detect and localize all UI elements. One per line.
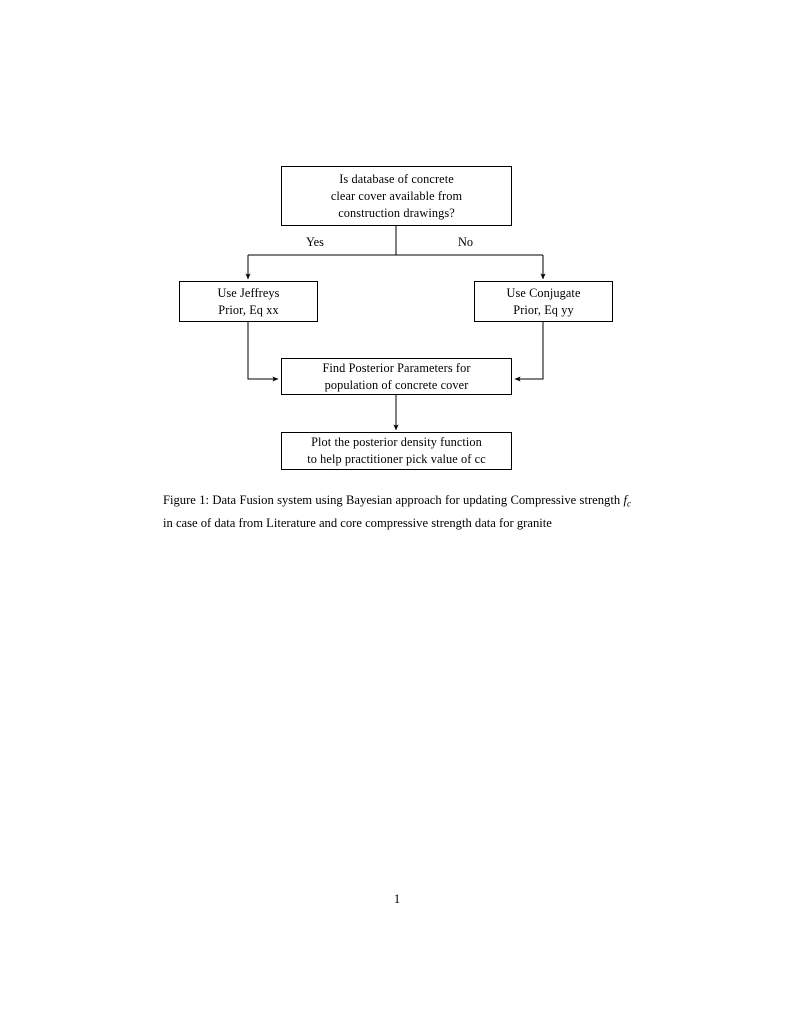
caption-text-before: Data Fusion system using Bayesian approa… (209, 493, 624, 507)
caption-label: Figure 1: (163, 493, 210, 507)
node-plot-line-1: Plot the posterior density function (311, 435, 482, 449)
caption-math-subscript: c (626, 498, 631, 509)
node-plot-line-2: to help practitioner pick value of cc (307, 452, 486, 466)
edge-label-no: No (458, 235, 474, 249)
figure-flowchart: Is database of concrete clear cover avai… (0, 0, 794, 490)
node-question-line-2: clear cover available from (330, 188, 463, 203)
page-number: 1 (393, 892, 401, 906)
flowchart-node-find-posterior: Find Posterior Parameters for population… (281, 358, 512, 395)
edge-label-yes: Yes (306, 235, 324, 249)
figure-caption: Figure 1: Data Fusion system using Bayes… (163, 491, 631, 533)
node-conjugate-line-2: Prior, Eq yy (513, 302, 574, 317)
flowchart-node-jeffreys-prior: Use Jeffreys Prior, Eq xx (179, 281, 318, 322)
node-conjugate-line-1: Use Conjugate (506, 285, 581, 300)
node-posterior-line-2: population of concrete cover (324, 377, 469, 392)
flowchart-node-conjugate-prior: Use Conjugate Prior, Eq yy (474, 281, 613, 322)
node-jeffreys-line-1: Use Jeffreys (217, 285, 280, 300)
node-posterior-line-1: Find Posterior Parameters for (322, 360, 471, 375)
flowchart-node-question: Is database of concrete clear cover avai… (281, 166, 512, 226)
caption-math-symbol: f (623, 493, 627, 507)
flowchart-connectors (245, 226, 546, 431)
node-jeffreys-line-2: Prior, Eq xx (218, 302, 279, 317)
node-question-line-1: Is database of concrete (339, 171, 454, 186)
edge-conjugate-to-posterior (514, 322, 544, 382)
edge-jeffreys-to-posterior (247, 322, 279, 382)
node-question-line-3: construction drawings? (338, 205, 455, 220)
flowchart-node-plot-density: Plot the posterior density function to h… (281, 432, 512, 470)
caption-text-after: in case of data from Literature and core… (163, 515, 552, 530)
